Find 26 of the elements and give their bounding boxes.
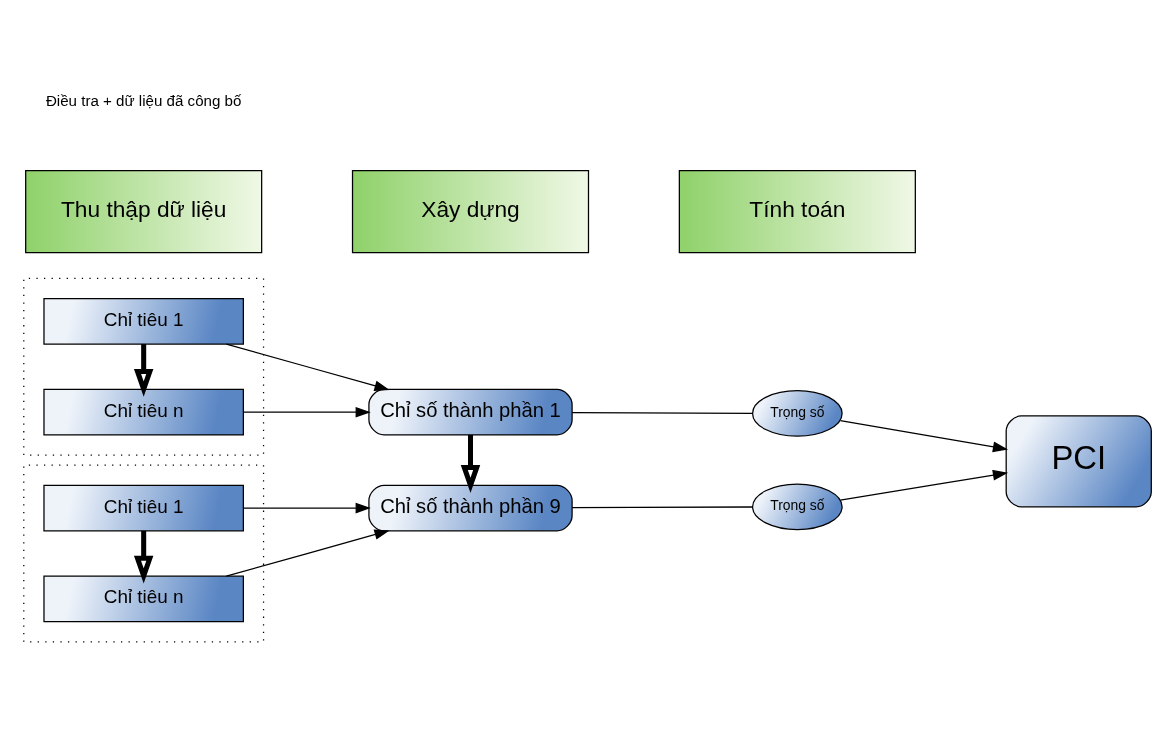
- arrow: [242, 406, 371, 418]
- node-box: Chỉ tiêu n: [43, 575, 244, 623]
- arrow: [242, 502, 371, 514]
- node-box: Chỉ tiêu 1: [43, 484, 244, 532]
- label: Điều tra + dữ liệu đã công bố: [45, 91, 242, 109]
- arrow: [133, 530, 154, 584]
- cluster: [23, 464, 265, 643]
- arrow: [133, 344, 154, 397]
- node-box: Chỉ tiêu n: [43, 388, 244, 436]
- arrow: [839, 420, 1009, 453]
- node-ellipse: Trọng số: [751, 390, 843, 437]
- node-ellipse: Trọng số: [751, 483, 843, 531]
- node-box: Thu thập dữ liệu: [25, 169, 263, 254]
- cluster: [23, 277, 265, 456]
- node-box: Tính toán: [678, 169, 916, 254]
- node-box: Chỉ số thành phần 9: [368, 484, 573, 532]
- connector: [571, 411, 754, 414]
- arrow: [225, 529, 390, 577]
- node-box: Chỉ tiêu 1: [43, 298, 244, 345]
- node-box: Chỉ số thành phần 1: [368, 388, 573, 436]
- connector: [571, 506, 754, 509]
- arrow: [460, 435, 481, 493]
- arrow: [225, 343, 390, 391]
- node-box: PCI: [1005, 415, 1152, 508]
- arrow: [839, 469, 1009, 501]
- node-box: Xây dựng: [351, 169, 590, 254]
